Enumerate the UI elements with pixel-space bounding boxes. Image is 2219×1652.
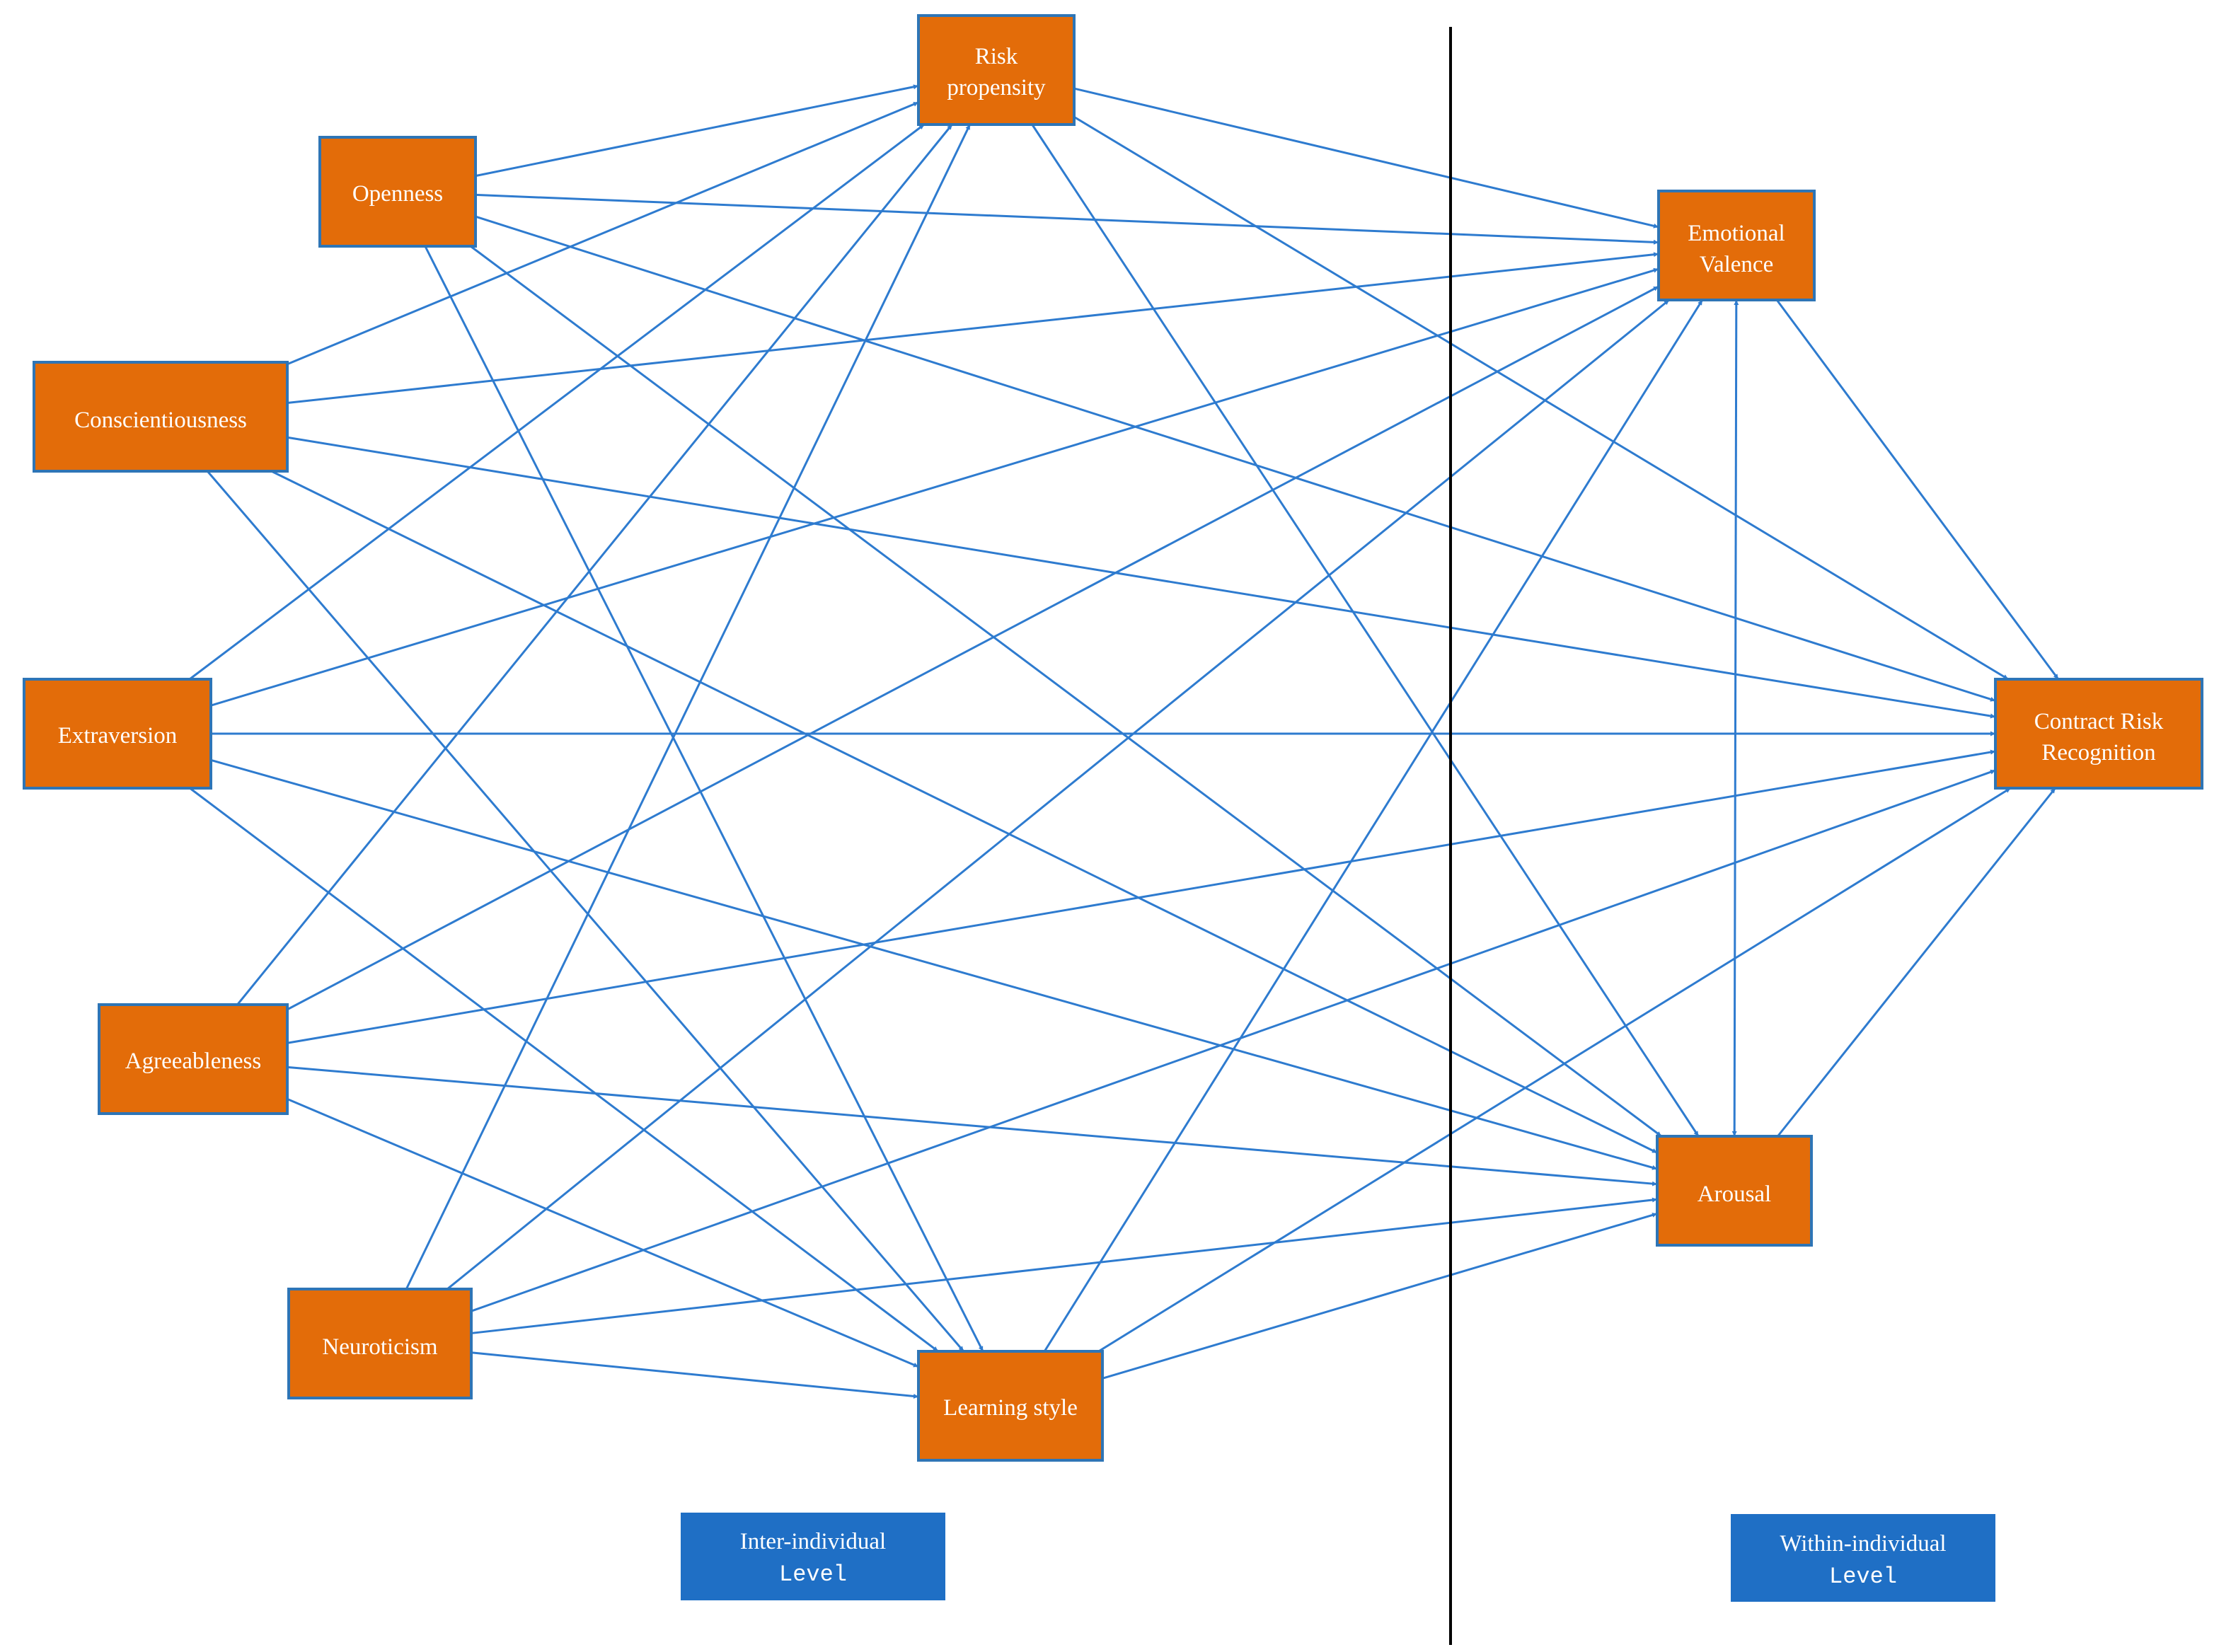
arrow-arousal-to-crr [1777, 787, 2056, 1137]
openness-node: Openness [318, 136, 477, 248]
arrow-agreeableness-to-crr [287, 749, 1996, 1044]
arrow-agreeableness-to-risk [236, 124, 953, 1005]
arrow-extraversion-to-learning [189, 787, 939, 1353]
arrow-openness-to-risk [475, 84, 919, 178]
arrow-agreeableness-to-valence [287, 285, 1659, 1011]
arrow-agreeableness-to-learning [287, 1098, 919, 1368]
arrow-openness-to-valence [475, 193, 1659, 245]
level-label-line: Level [1829, 1564, 1897, 1590]
emotional-valence-node: Emotional Valence [1657, 190, 1816, 301]
contract-risk-recognition-node: Contract Risk Recognition [1994, 678, 2203, 790]
arrow-neuroticism-to-learning [471, 1351, 919, 1399]
arrow-valence-to-arousal [1731, 299, 1739, 1137]
within-individual-level-label: Within-individual Level [1731, 1514, 1995, 1602]
arrow-learning-to-arousal [1102, 1212, 1658, 1380]
node-label-line: Valence [1700, 252, 1773, 277]
agreeableness-node: Agreeableness [98, 1003, 289, 1115]
node-label: Openness [352, 181, 443, 207]
conscientiousness-node: Conscientiousness [33, 361, 289, 473]
arrow-conscientiousness-to-crr [287, 436, 1996, 719]
arrow-neuroticism-to-valence [446, 299, 1670, 1290]
arrow-openness-to-learning [424, 246, 984, 1352]
neuroticism-node: Neuroticism [287, 1288, 473, 1399]
node-label-line: propensity [947, 75, 1046, 100]
arrow-valence-to-crr [1775, 299, 2060, 680]
arrow-neuroticism-to-risk [405, 124, 972, 1290]
arrow-risk-to-crr [1073, 115, 2009, 681]
node-label: Agreeableness [125, 1049, 261, 1074]
node-label-line: Recognition [2041, 740, 2155, 766]
node-label: Neuroticism [322, 1334, 437, 1360]
node-label: Extraversion [58, 723, 178, 749]
arrow-conscientiousness-to-valence [287, 252, 1659, 405]
arrow-conscientiousness-to-risk [287, 101, 919, 366]
node-label-line: Contract Risk [2034, 709, 2164, 734]
arrow-learning-to-valence [1043, 299, 1704, 1352]
inter-individual-level-label: Inter-individual Level [681, 1513, 945, 1600]
node-label: Learning style [943, 1395, 1078, 1421]
arrow-learning-to-crr [1097, 787, 2012, 1353]
risk-propensity-node: Risk propensity [917, 14, 1076, 126]
arousal-node: Arousal [1656, 1135, 1813, 1247]
arrow-openness-to-arousal [470, 245, 1662, 1138]
arrow-extraversion-to-risk [189, 123, 925, 681]
arrow-conscientiousness-to-arousal [270, 470, 1658, 1154]
arrow-risk-to-arousal [1031, 124, 1700, 1137]
level-label-line: Within-individual [1780, 1531, 1946, 1556]
node-label: Conscientiousness [74, 408, 247, 433]
arrow-extraversion-to-valence [210, 267, 1659, 707]
extraversion-node: Extraversion [23, 678, 212, 790]
arrow-risk-to-valence [1073, 87, 1659, 229]
arrow-conscientiousness-to-learning [207, 470, 964, 1352]
arrow-neuroticism-to-crr [471, 769, 1996, 1312]
node-label-line: Emotional [1688, 221, 1785, 246]
arrow-agreeableness-to-arousal [287, 1065, 1658, 1186]
arrow-extraversion-to-arousal [210, 758, 1658, 1170]
level-label-line: Level [779, 1561, 847, 1588]
learning-style-node: Learning style [917, 1350, 1104, 1462]
level-label-line: Inter-individual [740, 1529, 886, 1554]
node-label-line: Risk [975, 44, 1018, 69]
arrow-layer [189, 84, 2060, 1399]
node-label: Arousal [1698, 1182, 1771, 1207]
arrow-neuroticism-to-arousal [471, 1197, 1658, 1334]
arrow-openness-to-crr [475, 215, 1996, 702]
